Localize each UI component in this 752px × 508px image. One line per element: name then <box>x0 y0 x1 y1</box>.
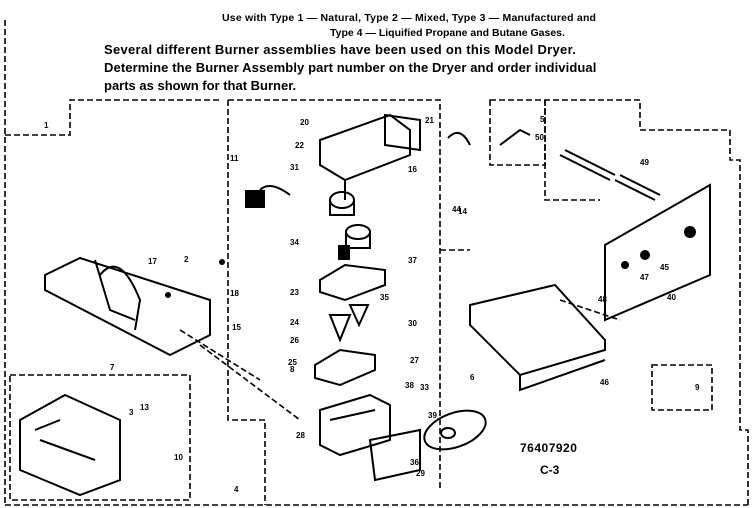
clip-spring <box>259 185 291 196</box>
callout-22: 22 <box>295 141 304 150</box>
center-column-box <box>227 99 441 505</box>
burner-housing <box>319 393 391 457</box>
callout-46: 46 <box>600 378 609 387</box>
callout-2: 2 <box>184 255 189 264</box>
screw-head <box>219 259 225 265</box>
burner-tube <box>368 428 421 482</box>
pilot-elbow <box>499 128 531 146</box>
callout-20: 20 <box>300 118 309 127</box>
callout-45: 45 <box>660 263 669 272</box>
callout-26: 26 <box>290 336 299 345</box>
callout-44: 44 <box>452 205 461 214</box>
coil-cone-left <box>328 314 352 343</box>
terminal-block <box>245 190 265 208</box>
washer-right-small <box>621 261 629 269</box>
callout-18: 18 <box>230 289 239 298</box>
orifice-nut <box>338 245 350 260</box>
callout-15: 15 <box>232 323 241 332</box>
shield-rod <box>614 174 661 201</box>
callout-31: 31 <box>290 163 299 172</box>
pilot-holder <box>447 131 471 146</box>
coil-cone-right <box>348 304 370 328</box>
screw-head <box>165 292 171 298</box>
note-line-3: parts as shown for that Burner. <box>104 78 297 93</box>
lower-valve-plate <box>314 348 376 387</box>
drawing-number: 76407920 <box>520 441 578 455</box>
outer-boundary-line <box>4 20 749 506</box>
note-line-2: Determine the Burner Assembly part numbe… <box>104 60 597 75</box>
callout-47: 47 <box>640 273 649 282</box>
burner-cap <box>345 224 371 240</box>
callout-21: 21 <box>425 116 434 125</box>
nut-right <box>684 226 696 238</box>
mounting-bracket <box>319 113 411 200</box>
callout-33: 33 <box>420 383 429 392</box>
callout-8: 8 <box>290 365 295 374</box>
callout-16: 16 <box>408 165 417 174</box>
tag-box <box>651 364 713 411</box>
callout-27: 27 <box>410 356 419 365</box>
callout-17: 17 <box>148 257 157 266</box>
callout-4: 4 <box>234 485 239 494</box>
callout-6: 6 <box>470 373 475 382</box>
igniter-hole <box>440 427 456 439</box>
page-code: C-3 <box>540 463 560 477</box>
callout-48: 48 <box>598 295 607 304</box>
callout-9: 9 <box>695 383 700 392</box>
bracket-plate <box>384 113 421 152</box>
callout-40: 40 <box>667 293 676 302</box>
callout-23: 23 <box>290 288 299 297</box>
callout-25: 25 <box>288 358 297 367</box>
header-line-1: Use with Type 1 — Natural, Type 2 — Mixe… <box>222 12 597 24</box>
note-line-1: Several different Burner assemblies have… <box>104 42 577 57</box>
callout-1: 1 <box>44 121 49 130</box>
igniter <box>423 409 487 451</box>
callout-34: 34 <box>290 238 299 247</box>
callout-11: 11 <box>230 154 239 163</box>
side-bracket <box>44 256 211 357</box>
header-line-2: Type 4 — Liquified Propane and Butane Ga… <box>330 27 565 39</box>
callout-28: 28 <box>296 431 305 440</box>
right-cover <box>604 183 711 322</box>
callout-5: 5 <box>540 115 545 124</box>
right-plate-flange <box>519 359 606 392</box>
left-frame-line <box>5 99 222 136</box>
callout-39: 39 <box>428 411 437 420</box>
lower-left-box <box>9 374 191 501</box>
callout-29: 29 <box>416 469 425 478</box>
callout-14: 14 <box>458 207 467 216</box>
callout-10: 10 <box>174 453 183 462</box>
leader-line <box>179 249 621 421</box>
callout-36: 36 <box>410 458 419 467</box>
callout-7: 7 <box>110 363 115 372</box>
pivot-pin <box>559 149 616 181</box>
callout-37: 37 <box>408 256 417 265</box>
washer-right <box>640 250 650 260</box>
callout-50: 50 <box>535 133 544 142</box>
callout-49: 49 <box>640 158 649 167</box>
callout-30: 30 <box>408 319 417 328</box>
orifice-hood <box>329 191 355 209</box>
orifice-body <box>329 200 355 216</box>
right-plate-box <box>544 100 600 201</box>
burner-cap-body <box>345 232 371 249</box>
callout-35: 35 <box>380 293 389 302</box>
callout-38: 38 <box>405 381 414 390</box>
callout-3: 3 <box>129 408 134 417</box>
callout-24: 24 <box>290 318 299 327</box>
side-bracket-roll <box>99 265 142 331</box>
lower-left-bracket <box>19 393 121 497</box>
right-mounting-plate <box>469 283 606 377</box>
callout-13: 13 <box>140 403 149 412</box>
valve-plate <box>319 263 386 302</box>
